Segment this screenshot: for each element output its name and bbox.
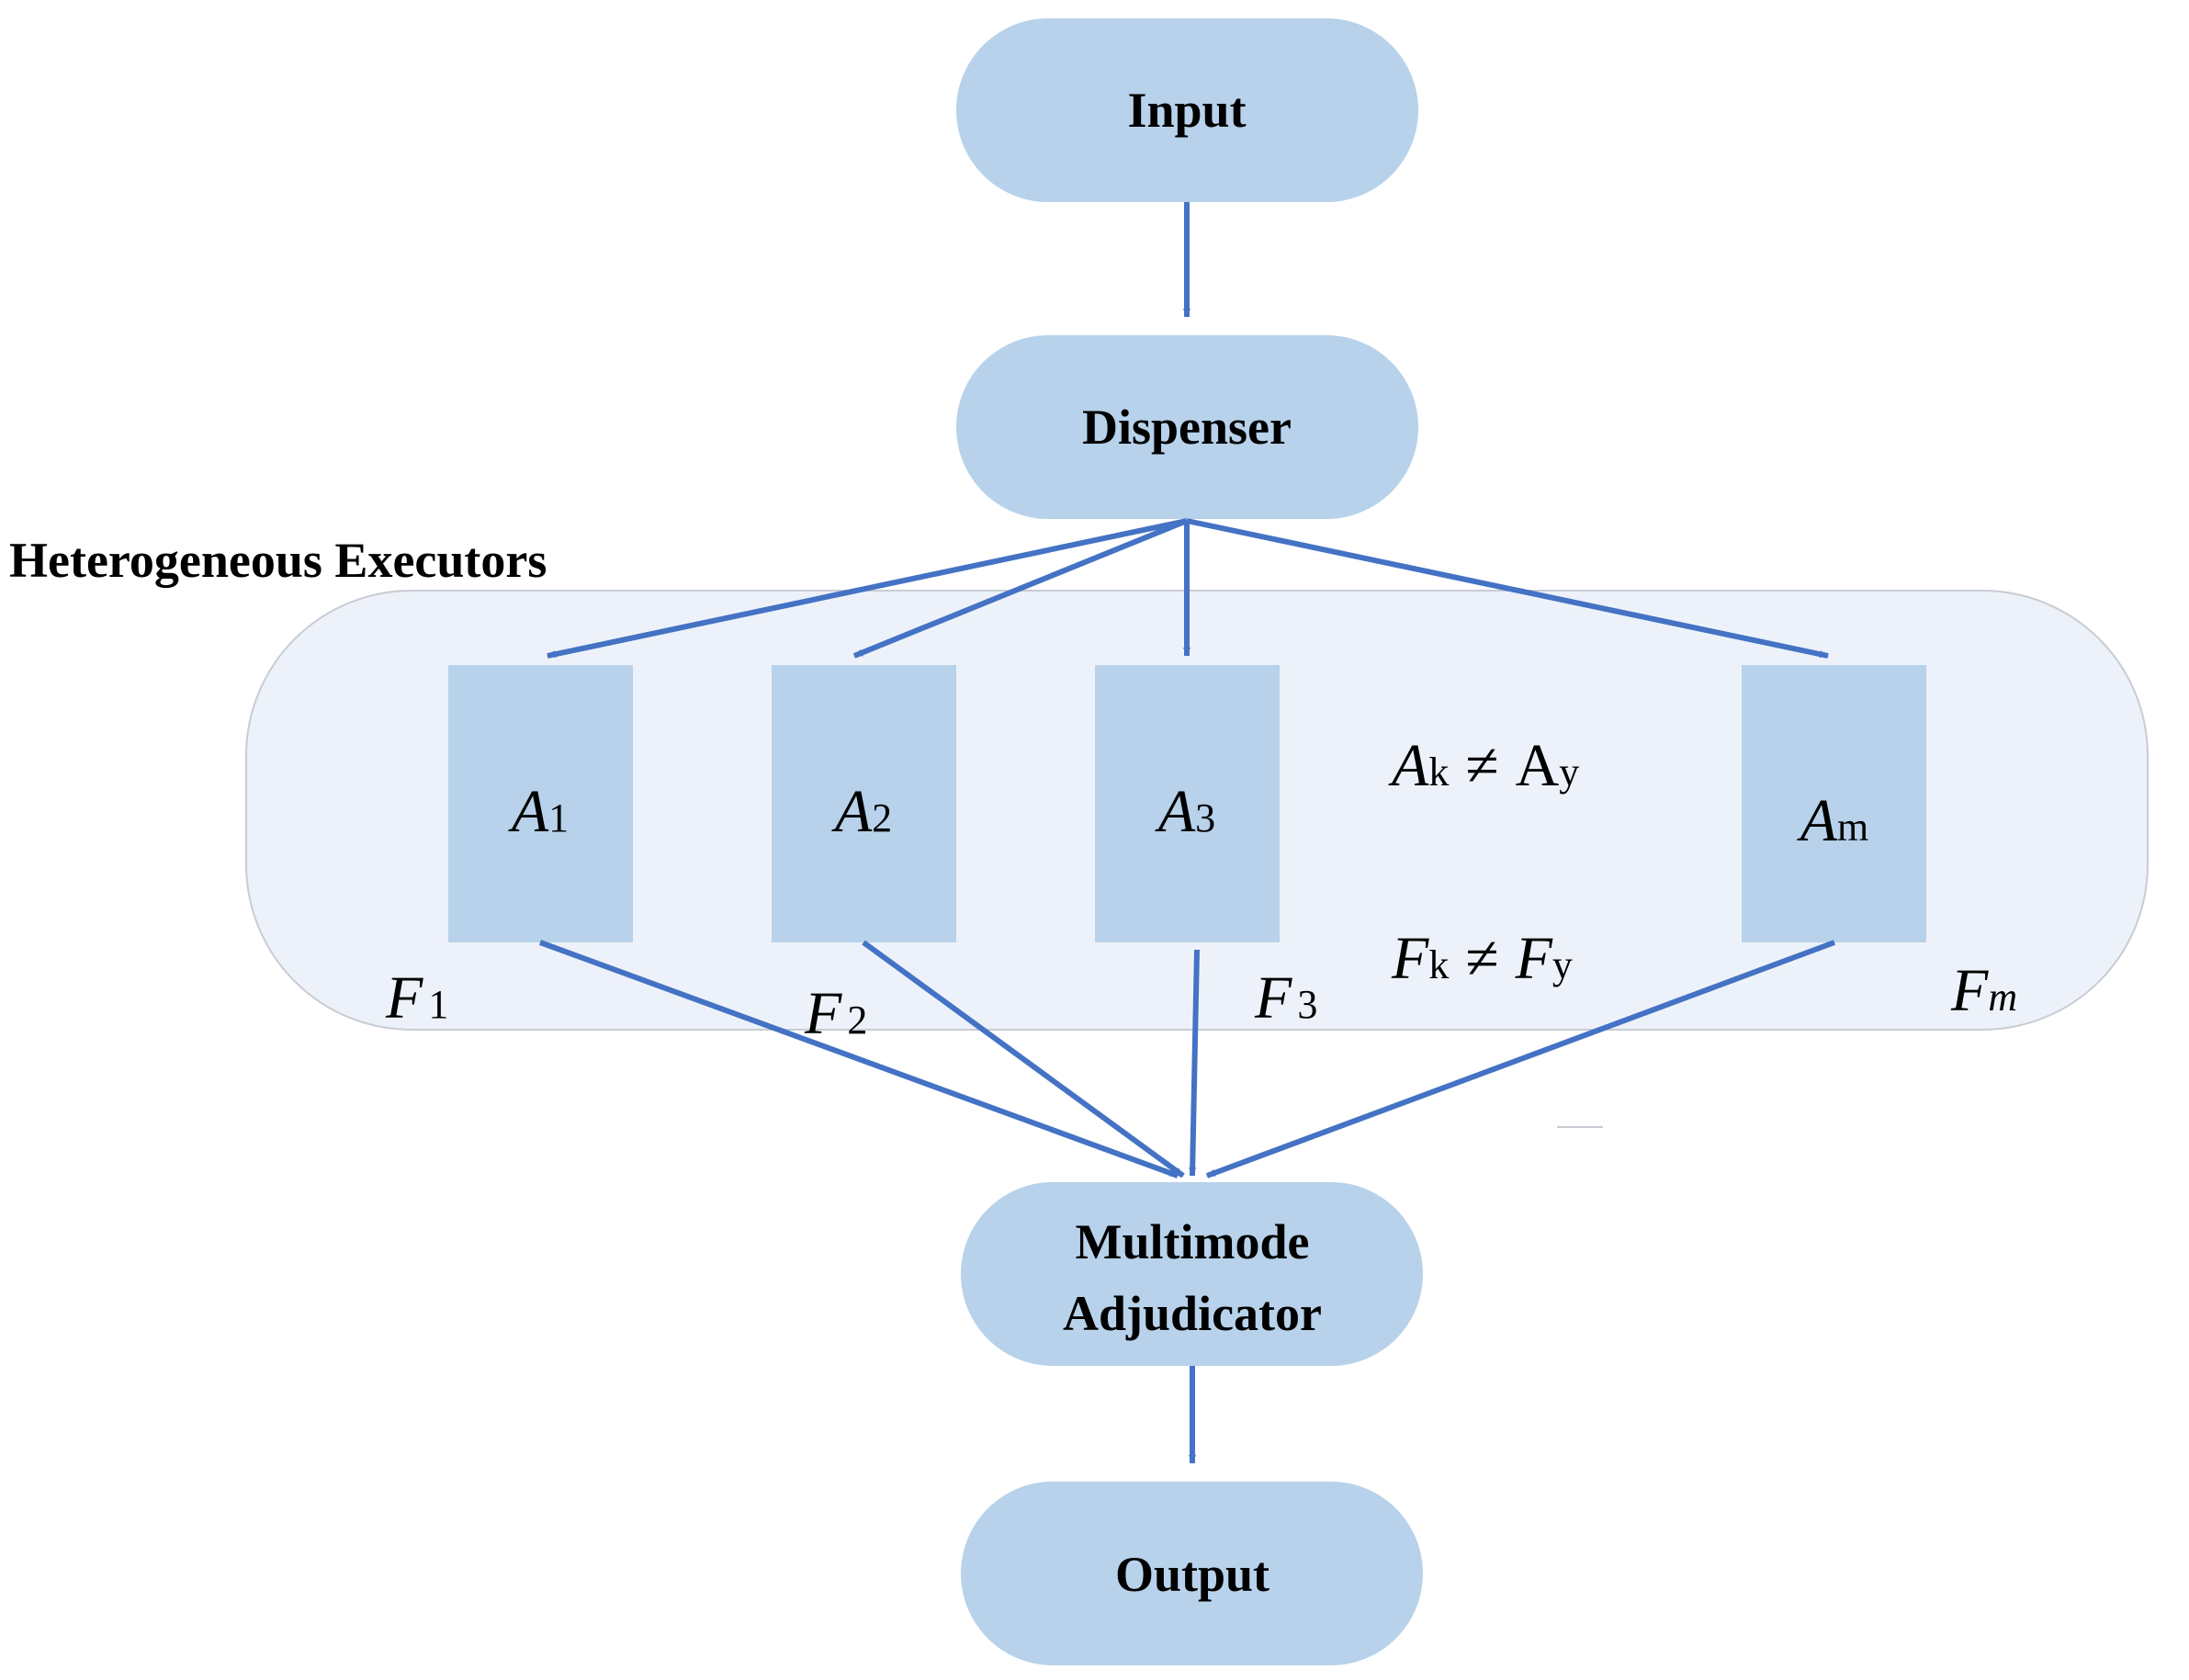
executor-a2: A2: [772, 665, 956, 942]
input-node-label: Input: [1127, 83, 1246, 138]
function-fm-label: Fm: [1950, 957, 2017, 1024]
input-node: Input: [956, 18, 1418, 202]
arrow-a1-to-adjudicator: [538, 940, 1179, 1178]
output-node: Output: [961, 1482, 1423, 1665]
executor-a1-label: A1: [508, 778, 569, 845]
dispenser-node-label: Dispenser: [1082, 400, 1292, 455]
arrow-dispenser-to-a2: [852, 518, 1189, 659]
executor-a2-label: A2: [831, 778, 892, 845]
executor-a1: A1: [448, 665, 633, 942]
adjudicator-node-label-line1: Multimode: [1076, 1214, 1310, 1269]
executor-am-label: Am: [1797, 787, 1869, 854]
arrow-am-to-adjudicator: [1205, 940, 1836, 1178]
adjudicator-node-label-line2: Adjudicator: [1063, 1286, 1322, 1341]
relation-f-not-equal: Fk≠Fy: [1391, 925, 1573, 992]
executor-a3: A3: [1095, 665, 1280, 942]
arrow-a3-to-adjudicator: [1189, 949, 1200, 1177]
arrow-dispenser-to-am: [1186, 518, 1829, 659]
executors-group-label: Heterogeneous Executors: [9, 533, 547, 588]
relation-a-not-equal: Ak≠Ay: [1388, 732, 1579, 799]
dispenser-node: Dispenser: [956, 335, 1418, 519]
executor-am: Am: [1742, 665, 1926, 942]
adjudicator-node: Multimode Adjudicator: [961, 1182, 1423, 1366]
arrow-a2-to-adjudicator: [862, 940, 1185, 1178]
output-node-label: Output: [1115, 1547, 1269, 1602]
arrow-dispenser-to-a1: [547, 518, 1188, 659]
arrows: [538, 202, 1836, 1464]
executor-a3-label: A3: [1155, 778, 1215, 845]
